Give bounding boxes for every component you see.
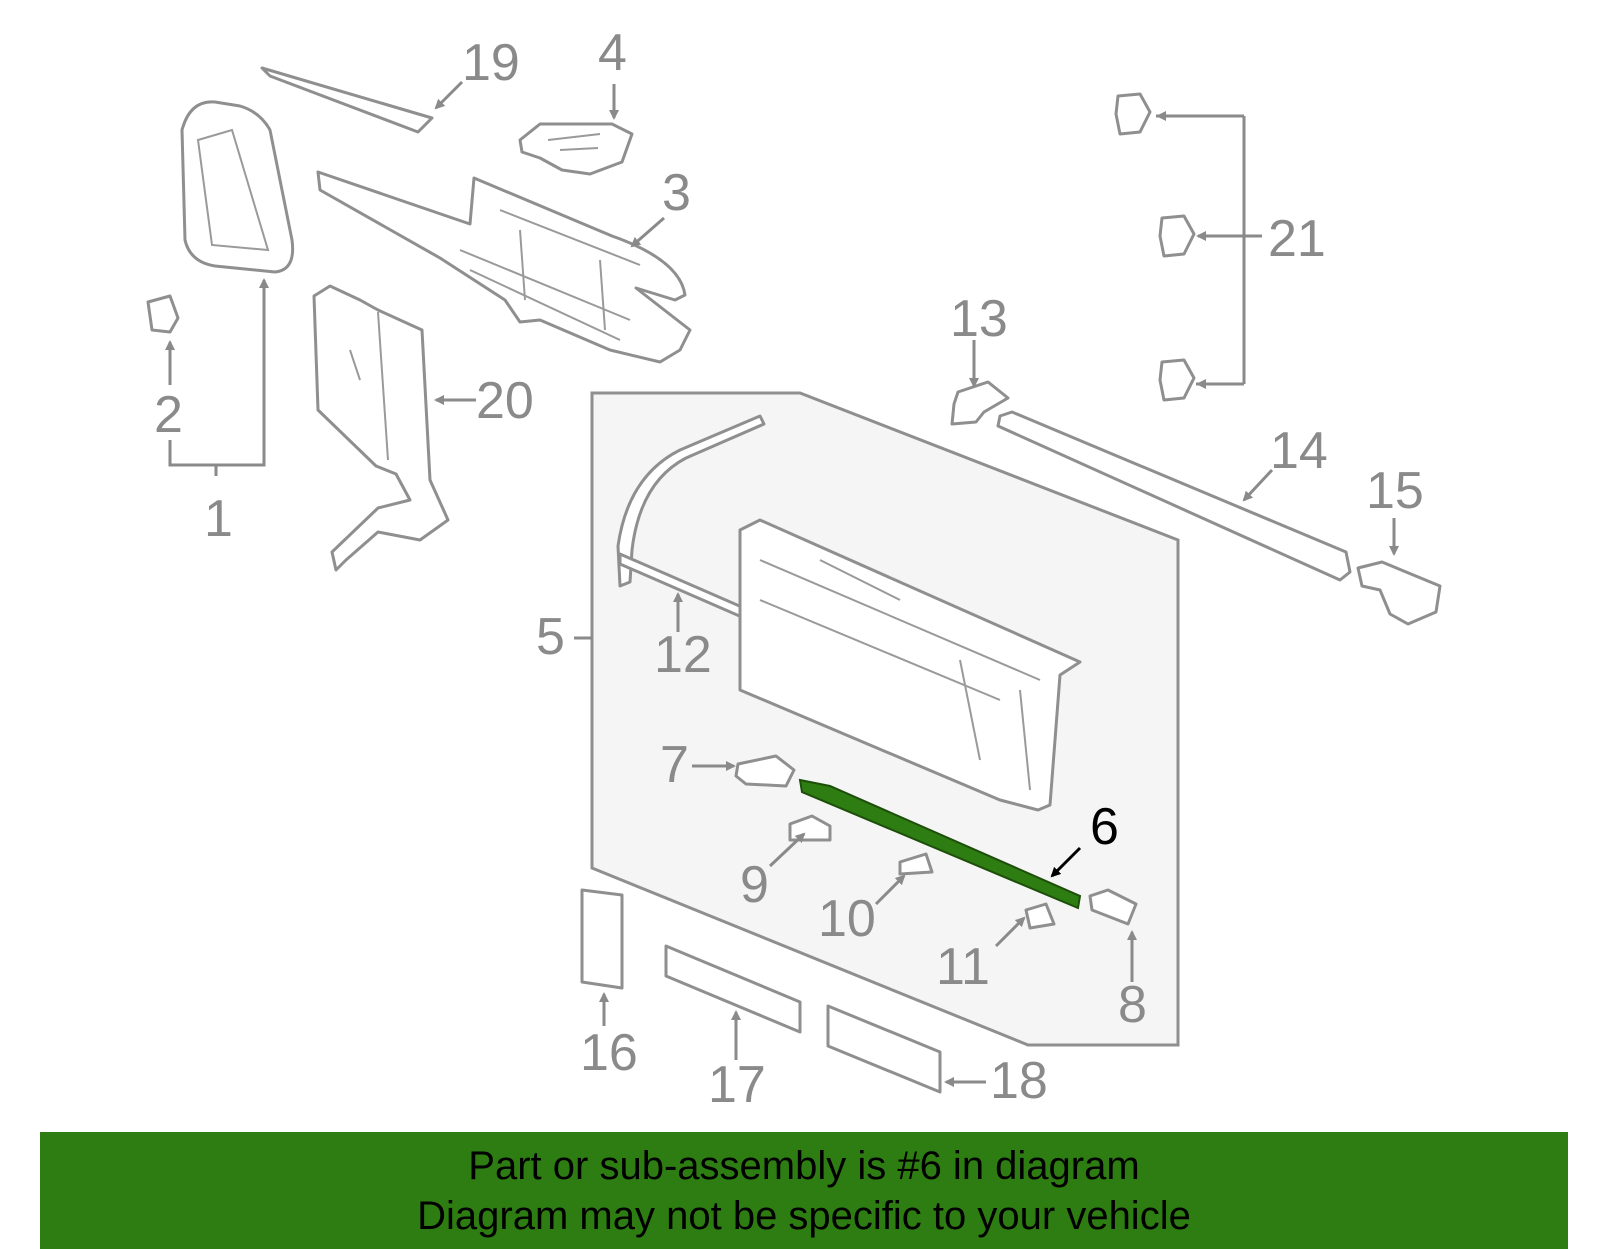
part-3-panel	[316, 170, 692, 364]
callout-6: 6	[1090, 798, 1119, 856]
bulkhead-panel	[738, 518, 1082, 812]
part-14-rail	[996, 410, 1352, 582]
callout-15: 15	[1366, 462, 1424, 520]
part-2-clip	[146, 294, 180, 334]
part-10-tab	[898, 852, 934, 876]
part-17-label	[664, 944, 802, 1034]
part-19-strip	[260, 66, 434, 134]
part-21-clip-mid	[1158, 214, 1196, 258]
callout-11: 11	[936, 938, 990, 996]
callout-19: 19	[462, 34, 520, 92]
callout-5: 5	[536, 608, 565, 666]
callout-14: 14	[1270, 422, 1328, 480]
info-banner: Part or sub-assembly is #6 in diagram Di…	[40, 1132, 1568, 1249]
callout-10: 10	[818, 890, 876, 948]
part-7-clip	[734, 754, 796, 788]
banner-line-1: Part or sub-assembly is #6 in diagram	[468, 1143, 1140, 1188]
part-21-clip-bottom	[1158, 358, 1196, 402]
callout-21: 21	[1268, 210, 1326, 268]
part-1-seal	[180, 100, 295, 274]
callout-2: 2	[154, 386, 183, 444]
banner-line-2: Diagram may not be specific to your vehi…	[417, 1193, 1191, 1238]
part-13-bracket	[950, 380, 1010, 426]
callout-7: 7	[660, 736, 689, 794]
part-16-label	[580, 888, 624, 990]
callout-8: 8	[1118, 976, 1147, 1034]
callout-4: 4	[598, 24, 627, 82]
callout-20: 20	[476, 372, 534, 430]
callout-1: 1	[204, 490, 233, 548]
callout-12: 12	[654, 626, 712, 684]
callout-18: 18	[990, 1052, 1048, 1110]
callout-17: 17	[708, 1056, 766, 1114]
leader-lines	[165, 80, 1399, 1087]
callout-9: 9	[740, 856, 769, 914]
part-11-tab	[1024, 902, 1056, 930]
parts-diagram: 1 2 3 4 5 6 7 8 9 10 11 12 13 14 15 16 1…	[146, 24, 1442, 1114]
part-8-clip	[1088, 888, 1138, 926]
part-21-clip-top	[1114, 92, 1152, 136]
part-15-bracket	[1356, 560, 1442, 626]
part-20-duct	[312, 284, 450, 572]
callout-16: 16	[580, 1024, 638, 1082]
part-18-label	[826, 1004, 942, 1094]
callout-3: 3	[662, 164, 691, 222]
part-4-bracket	[518, 122, 634, 176]
part-6-highlighted	[798, 778, 1082, 910]
callout-13: 13	[950, 290, 1008, 348]
